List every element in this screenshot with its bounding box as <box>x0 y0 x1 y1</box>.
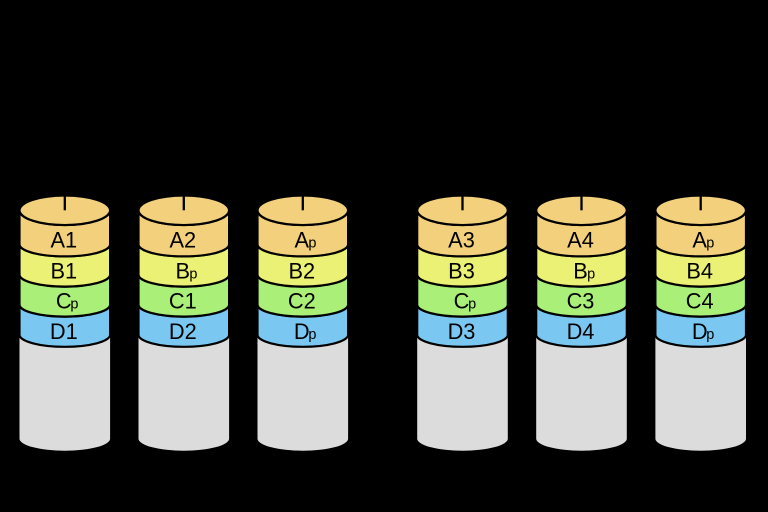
svg-text:p: p <box>308 327 316 343</box>
svg-text:B: B <box>176 258 191 283</box>
svg-text:p: p <box>706 327 714 343</box>
svg-text:p: p <box>468 297 476 313</box>
svg-text:C1: C1 <box>169 289 197 314</box>
svg-text:B1: B1 <box>50 258 77 283</box>
svg-text:B: B <box>573 258 588 283</box>
svg-text:C: C <box>454 289 470 314</box>
svg-text:D1: D1 <box>50 319 78 344</box>
svg-text:p: p <box>308 235 316 251</box>
svg-text:D3: D3 <box>448 319 476 344</box>
svg-text:p: p <box>189 266 197 282</box>
svg-text:C2: C2 <box>288 289 316 314</box>
svg-text:D4: D4 <box>567 319 595 344</box>
svg-text:A4: A4 <box>567 227 594 252</box>
svg-text:D2: D2 <box>169 319 197 344</box>
svg-text:A1: A1 <box>50 227 77 252</box>
svg-text:D: D <box>294 319 310 344</box>
svg-text:A2: A2 <box>169 227 196 252</box>
svg-text:B2: B2 <box>288 258 315 283</box>
svg-text:B3: B3 <box>448 258 475 283</box>
svg-text:C3: C3 <box>567 289 595 314</box>
svg-text:B4: B4 <box>686 258 713 283</box>
svg-text:p: p <box>587 266 595 282</box>
svg-text:p: p <box>70 297 78 313</box>
svg-text:C: C <box>56 289 72 314</box>
svg-text:D: D <box>692 319 708 344</box>
svg-text:A: A <box>295 227 310 252</box>
svg-text:p: p <box>706 235 714 251</box>
svg-text:A3: A3 <box>448 227 475 252</box>
svg-text:C4: C4 <box>686 289 714 314</box>
svg-text:A: A <box>692 227 707 252</box>
